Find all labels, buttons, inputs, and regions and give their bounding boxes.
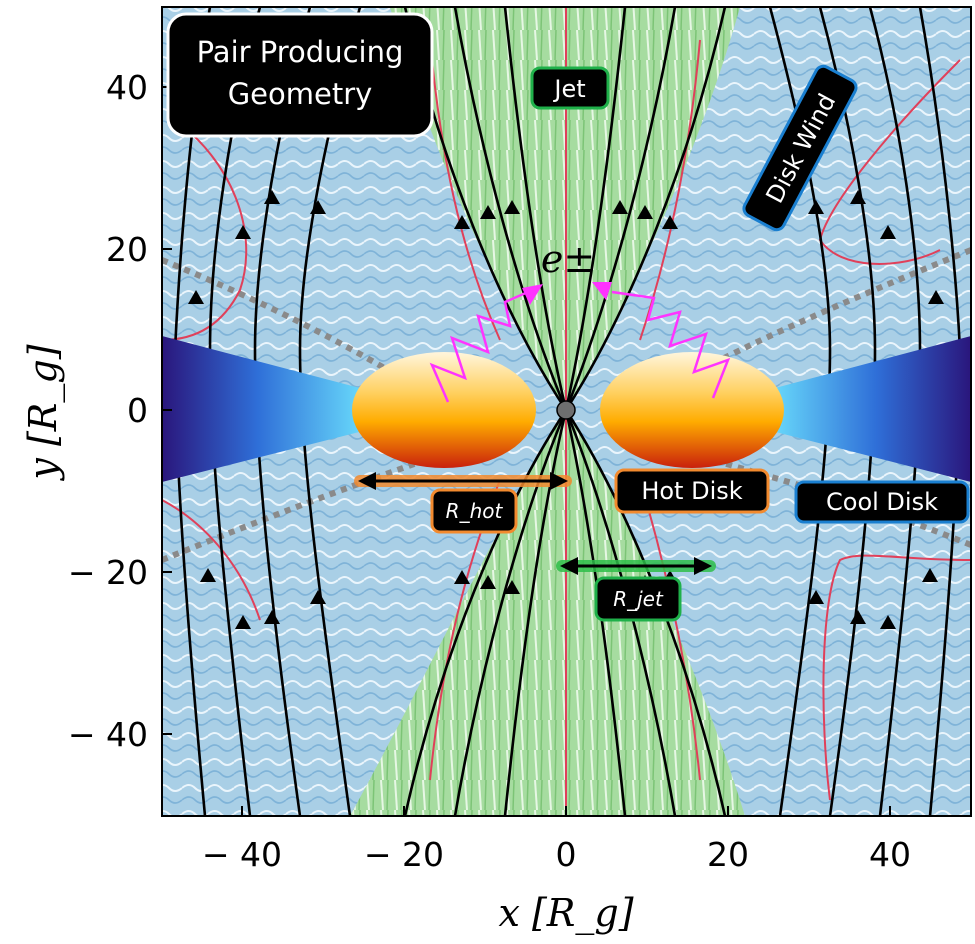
- hot-disk-label: Hot Disk: [614, 468, 770, 514]
- flow-line-wind-left: [162, 119, 248, 341]
- r-hot-arrow-left-head: [358, 472, 376, 490]
- r-jet-arrow-left-head: [560, 557, 578, 575]
- r-hot-label: R_hot: [430, 488, 518, 534]
- title-line-1: Pair Producing: [197, 35, 404, 69]
- flow-line-wind-lower-right: [822, 554, 971, 801]
- photon-left: [429, 290, 529, 403]
- separatrix-upper-right: [718, 247, 971, 363]
- title-line-2: Geometry: [228, 77, 373, 111]
- x-tick-label: − 20: [364, 835, 444, 874]
- photon-right-arrowhead: [592, 282, 612, 300]
- plot-area: [162, 7, 971, 816]
- arrowhead: [808, 200, 824, 214]
- arrowhead: [612, 200, 628, 214]
- cool-disk-label-background: [794, 480, 970, 524]
- jet-label-background: [530, 66, 610, 110]
- r-hot-arrow-right-head: [550, 472, 568, 490]
- arrowhead: [454, 570, 470, 584]
- r-jet-label-text: R_jet: [613, 587, 664, 611]
- arrowhead: [922, 568, 938, 582]
- arrowhead: [235, 615, 251, 629]
- arrowhead: [850, 610, 866, 624]
- hot-disk-label-text: Hot Disk: [641, 477, 742, 505]
- pairs-label: e±: [541, 237, 595, 281]
- arrowhead: [188, 290, 204, 304]
- cool-disk-left: [162, 336, 375, 482]
- y-tick-label: 20: [106, 230, 148, 269]
- arrowhead: [928, 290, 944, 304]
- x-tick-label: 40: [869, 835, 911, 874]
- arrowhead: [480, 575, 496, 589]
- arrowhead: [850, 190, 866, 204]
- arrowhead: [310, 200, 326, 214]
- hot-disk-left: [352, 352, 536, 468]
- jet-label-text: Jet: [552, 75, 585, 103]
- y-axis-label: y [R_g]: [21, 344, 66, 481]
- arrowhead: [454, 215, 470, 229]
- arrowhead: [637, 205, 653, 219]
- r-jet-label-background: [594, 576, 682, 622]
- field-line-jet-left-2: [453, 7, 568, 411]
- r-hot-label-background: [430, 488, 518, 534]
- field-line-jet-right-3: [564, 7, 727, 411]
- photon-left-arrowhead: [522, 284, 543, 305]
- field-line-jet-right-1: [564, 7, 627, 411]
- arrowhead: [200, 568, 216, 582]
- r-jet-label: R_jet: [594, 576, 682, 622]
- cool-disk-label-text: Cool Disk: [826, 488, 938, 516]
- field-line-jet-left-5: [453, 409, 568, 816]
- separatrix-lower-left: [162, 459, 421, 563]
- arrowhead: [235, 225, 251, 239]
- photon-right: [611, 290, 731, 399]
- r-jet-arrow: [556, 557, 716, 575]
- cool-disk-label: Cool Disk: [794, 480, 970, 524]
- r-hot-arrow: [354, 472, 572, 490]
- y-tick-label: 40: [106, 68, 148, 107]
- r-hot-label-text: R_hot: [446, 499, 504, 523]
- x-tick-label: − 40: [202, 835, 282, 874]
- disk-wind-label-background: [742, 64, 858, 232]
- title-box-background: [166, 12, 434, 138]
- arrowhead: [264, 190, 280, 204]
- x-tick-label: 0: [556, 835, 577, 874]
- field-line-jet-left-6: [403, 409, 568, 816]
- x-tick-label: 20: [707, 835, 749, 874]
- arrowhead: [504, 200, 520, 214]
- arrowhead: [504, 580, 520, 594]
- title-box: Pair Producing Geometry: [166, 12, 434, 138]
- arrowhead: [264, 610, 280, 624]
- black-hole: [556, 400, 576, 420]
- arrowhead: [480, 205, 496, 219]
- y-tick-label: − 20: [68, 553, 148, 592]
- arrowhead: [662, 215, 678, 229]
- arrowhead: [880, 615, 896, 629]
- x-axis-label: x [R_g]: [498, 891, 633, 936]
- hot-disk-right: [600, 352, 784, 468]
- flow-line-left-upper: [429, 39, 501, 341]
- y-tick-label: 0: [127, 391, 148, 430]
- y-tick-label: − 40: [68, 715, 148, 754]
- arrowhead: [880, 225, 896, 239]
- r-jet-arrow-right-head: [694, 557, 712, 575]
- flow-line-wind-lower-left: [162, 499, 261, 621]
- field-line-jet-left-1: [503, 7, 568, 411]
- field-line-wind-right-2: [818, 7, 877, 816]
- arrowhead: [310, 590, 326, 604]
- field-line-jet-right-2: [564, 7, 677, 411]
- arrowhead: [808, 590, 824, 604]
- hot-disk-label-background: [614, 468, 770, 514]
- flow-line-wind-right: [818, 59, 961, 265]
- cool-disk-right: [760, 336, 971, 482]
- field-line-jet-left-4: [503, 409, 568, 816]
- flow-line-right-lower: [639, 479, 701, 781]
- jet-label: Jet: [530, 66, 610, 110]
